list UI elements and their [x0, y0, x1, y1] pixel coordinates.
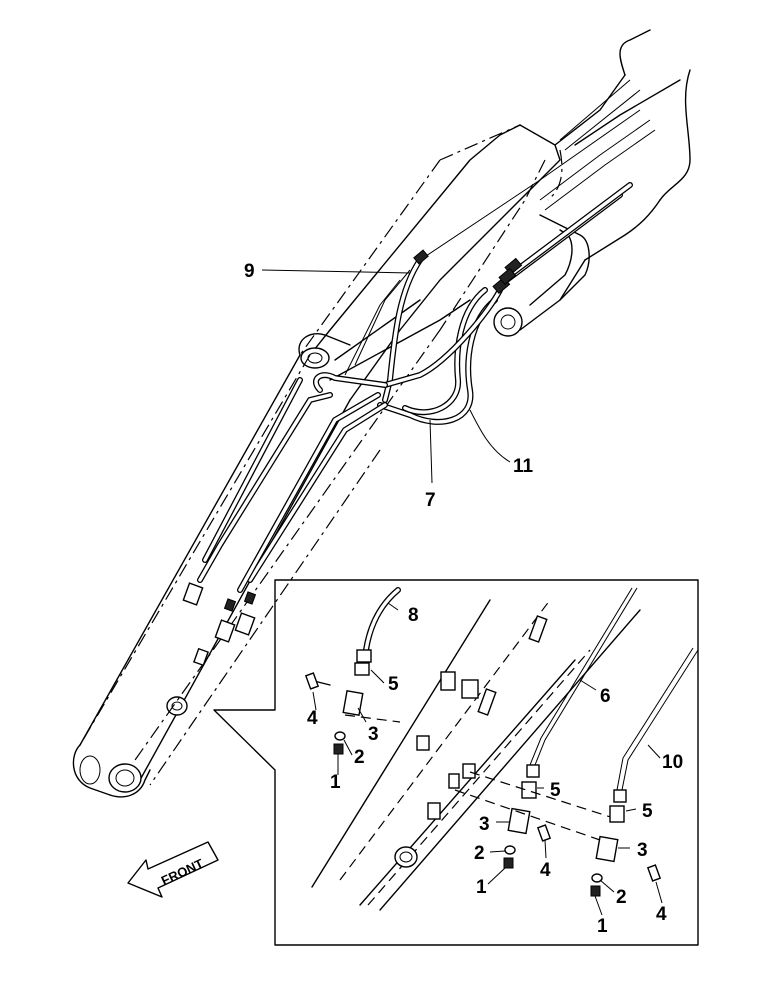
- callout-8: 8: [408, 605, 419, 626]
- callout-6: 6: [600, 686, 611, 707]
- callouts: 9 7 11 8 5 3 4 2 1 6 5 3 4 2 1 10 5 3 2 …: [244, 261, 683, 937]
- callout-1-left: 1: [330, 772, 341, 793]
- callout-3-right: 3: [637, 840, 648, 861]
- callout-11: 11: [513, 456, 534, 477]
- callout-4-middle: 4: [540, 860, 551, 881]
- callout-4-left: 4: [307, 708, 318, 729]
- callout-5-right: 5: [642, 801, 653, 822]
- leader-lines: [261, 269, 663, 916]
- callout-5-middle: 5: [550, 780, 561, 801]
- callout-3-left: 3: [368, 724, 379, 745]
- detail-view: [213, 579, 699, 946]
- callout-2-middle: 2: [474, 843, 485, 864]
- callout-5-left: 5: [388, 674, 399, 695]
- callout-4-right: 4: [656, 904, 667, 925]
- callout-3-middle: 3: [479, 814, 490, 835]
- hose-assembly: [182, 109, 641, 667]
- callout-9: 9: [244, 261, 255, 282]
- phantom-outline: [79, 124, 563, 786]
- callout-1-middle: 1: [476, 877, 487, 898]
- front-arrow: FRONT: [127, 841, 219, 898]
- boom-arm: [72, 29, 691, 798]
- callout-2-right: 2: [616, 887, 627, 908]
- callout-10: 10: [662, 752, 683, 773]
- callout-7: 7: [425, 490, 436, 511]
- callout-2-left: 2: [354, 747, 365, 768]
- callout-1-right: 1: [597, 916, 608, 937]
